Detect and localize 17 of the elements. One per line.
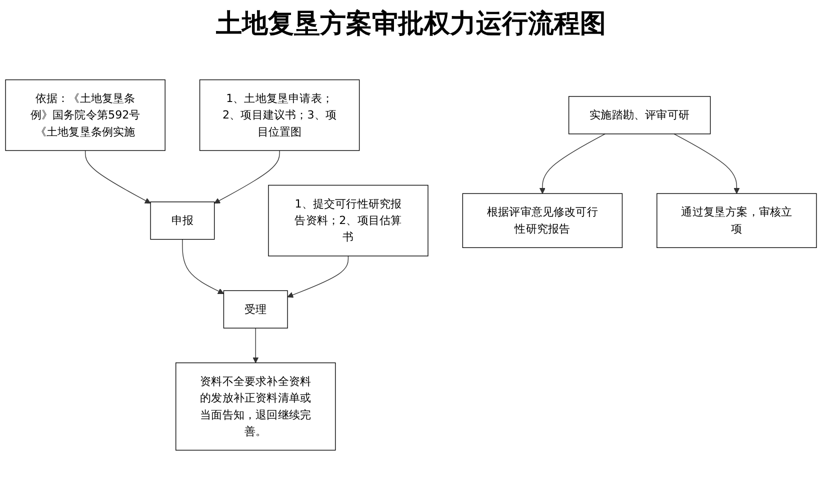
node-box: 申报 xyxy=(150,202,215,240)
node-box: 根据评审意见修改可行性研究报告 xyxy=(462,193,623,248)
node-box: 通过复垦方案，审核立项 xyxy=(656,193,817,248)
node-box: 实施踏勘、评审可研 xyxy=(568,96,711,134)
arrow xyxy=(539,134,606,194)
arrow xyxy=(214,150,280,204)
arrow xyxy=(287,256,349,298)
node-box: 受理 xyxy=(223,290,288,328)
node-box: 依据：《土地复垦条例》国务院令第592号《土地复垦条例实施 xyxy=(5,79,166,151)
arrow xyxy=(84,150,151,204)
node-box: 1、土地复垦申请表；2、项目建议书；3、项目位置图 xyxy=(199,79,360,151)
diagram-title: 土地复垦方案审批权力运行流程图 xyxy=(215,8,607,41)
node-box: 资料不全要求补全资料的发放补正资料清单或当面告知，退回继续完善。 xyxy=(176,362,336,451)
node-box: 1、提交可行性研究报告资料；2、项目估算书 xyxy=(268,184,428,256)
arrow xyxy=(252,328,259,364)
arrow xyxy=(182,238,224,294)
arrow xyxy=(674,134,740,194)
